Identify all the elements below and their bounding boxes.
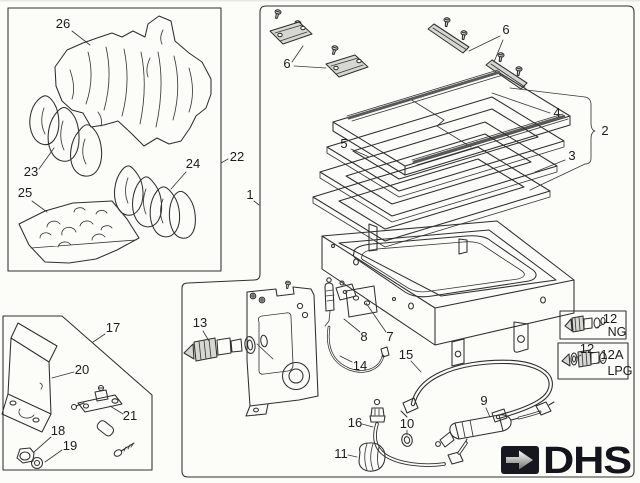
electrode-assembly	[324, 277, 357, 327]
callout-5: 5	[340, 136, 347, 151]
ignition-lead	[327, 325, 390, 373]
callout-11: 11	[334, 446, 348, 461]
callout-1: 1	[246, 187, 253, 202]
screw-icon	[442, 16, 451, 28]
callout-4: 4	[553, 105, 560, 120]
main-figure-frame	[181, 5, 635, 478]
injector-assembly	[183, 334, 268, 362]
injector-icon-ng	[564, 315, 606, 333]
callout-18: 18	[51, 423, 65, 438]
fixing-strip-set-right	[427, 16, 528, 90]
callout-17: 17	[106, 320, 120, 335]
fuel-label-lpg: LPG	[607, 364, 632, 378]
pipe-clip-21	[70, 384, 123, 413]
screw-icon	[329, 44, 339, 56]
log-set-24	[113, 165, 196, 239]
callout-12-ng: 12	[603, 311, 617, 326]
callout-13: 13	[193, 315, 207, 330]
control-mounting-plate	[245, 280, 319, 417]
mounting-bracket-20	[1, 322, 58, 433]
callout-24: 24	[186, 156, 200, 171]
callout-21: 21	[123, 408, 137, 423]
callout-labels: 26 23 24 25 22 1 6 6 5 4 2 3 7 8 14 13 1…	[18, 16, 633, 482]
washer-10	[401, 433, 413, 447]
ember-mat-25	[18, 200, 140, 264]
logo-text: DHS	[543, 440, 631, 482]
pilot-bracket-plate	[339, 280, 378, 318]
log-set-23	[29, 95, 103, 177]
callout-10: 10	[400, 416, 414, 431]
callout-3: 3	[568, 148, 575, 163]
injector-box-ng	[559, 310, 627, 340]
screw-icon	[496, 51, 505, 63]
control-knob	[358, 442, 386, 472]
injector-icon-lpg	[561, 349, 607, 368]
sealing-cap-19	[30, 456, 44, 470]
callout-16: 16	[348, 415, 362, 430]
feed-pipe-16	[369, 398, 468, 467]
fixing-screw	[113, 442, 135, 457]
rock-back-panel-26	[54, 15, 212, 147]
injector-box-lpg	[557, 342, 629, 380]
spacer-pin	[96, 420, 115, 437]
fuel-label-ng: NG	[608, 325, 627, 339]
union-nut-18	[16, 447, 35, 464]
gas-supply-pipe	[400, 359, 553, 420]
dhs-logo	[501, 446, 539, 474]
callout-8: 8	[360, 329, 367, 344]
burner-plate-stack	[312, 69, 571, 248]
callout-6-right: 6	[502, 22, 509, 37]
callout-14: 14	[353, 358, 367, 373]
callout-20: 20	[75, 362, 89, 377]
leader-lines	[31, 30, 605, 463]
arrow-right-icon	[506, 450, 533, 470]
callout-22: 22	[230, 149, 244, 164]
callout-15: 15	[399, 347, 413, 362]
callout-19: 19	[63, 438, 77, 453]
callout-6-left: 6	[283, 56, 290, 71]
callout-7: 7	[386, 329, 393, 344]
fixings-box	[1, 315, 153, 471]
fixing-bracket-set-left	[269, 8, 369, 78]
callout-9: 9	[480, 393, 487, 408]
callout-25: 25	[18, 185, 32, 200]
callout-23: 23	[24, 164, 38, 179]
callout-26: 26	[56, 16, 70, 31]
screw-icon	[272, 8, 282, 20]
rock-set-box	[7, 7, 222, 272]
screw-icon	[514, 65, 523, 77]
callout-2: 2	[601, 123, 608, 138]
callout-12-lpg: 12	[580, 341, 594, 356]
control-valve	[435, 401, 555, 448]
screw-icon	[459, 29, 468, 41]
burner-tray	[321, 220, 575, 367]
callout-12a: 12A	[600, 347, 623, 362]
